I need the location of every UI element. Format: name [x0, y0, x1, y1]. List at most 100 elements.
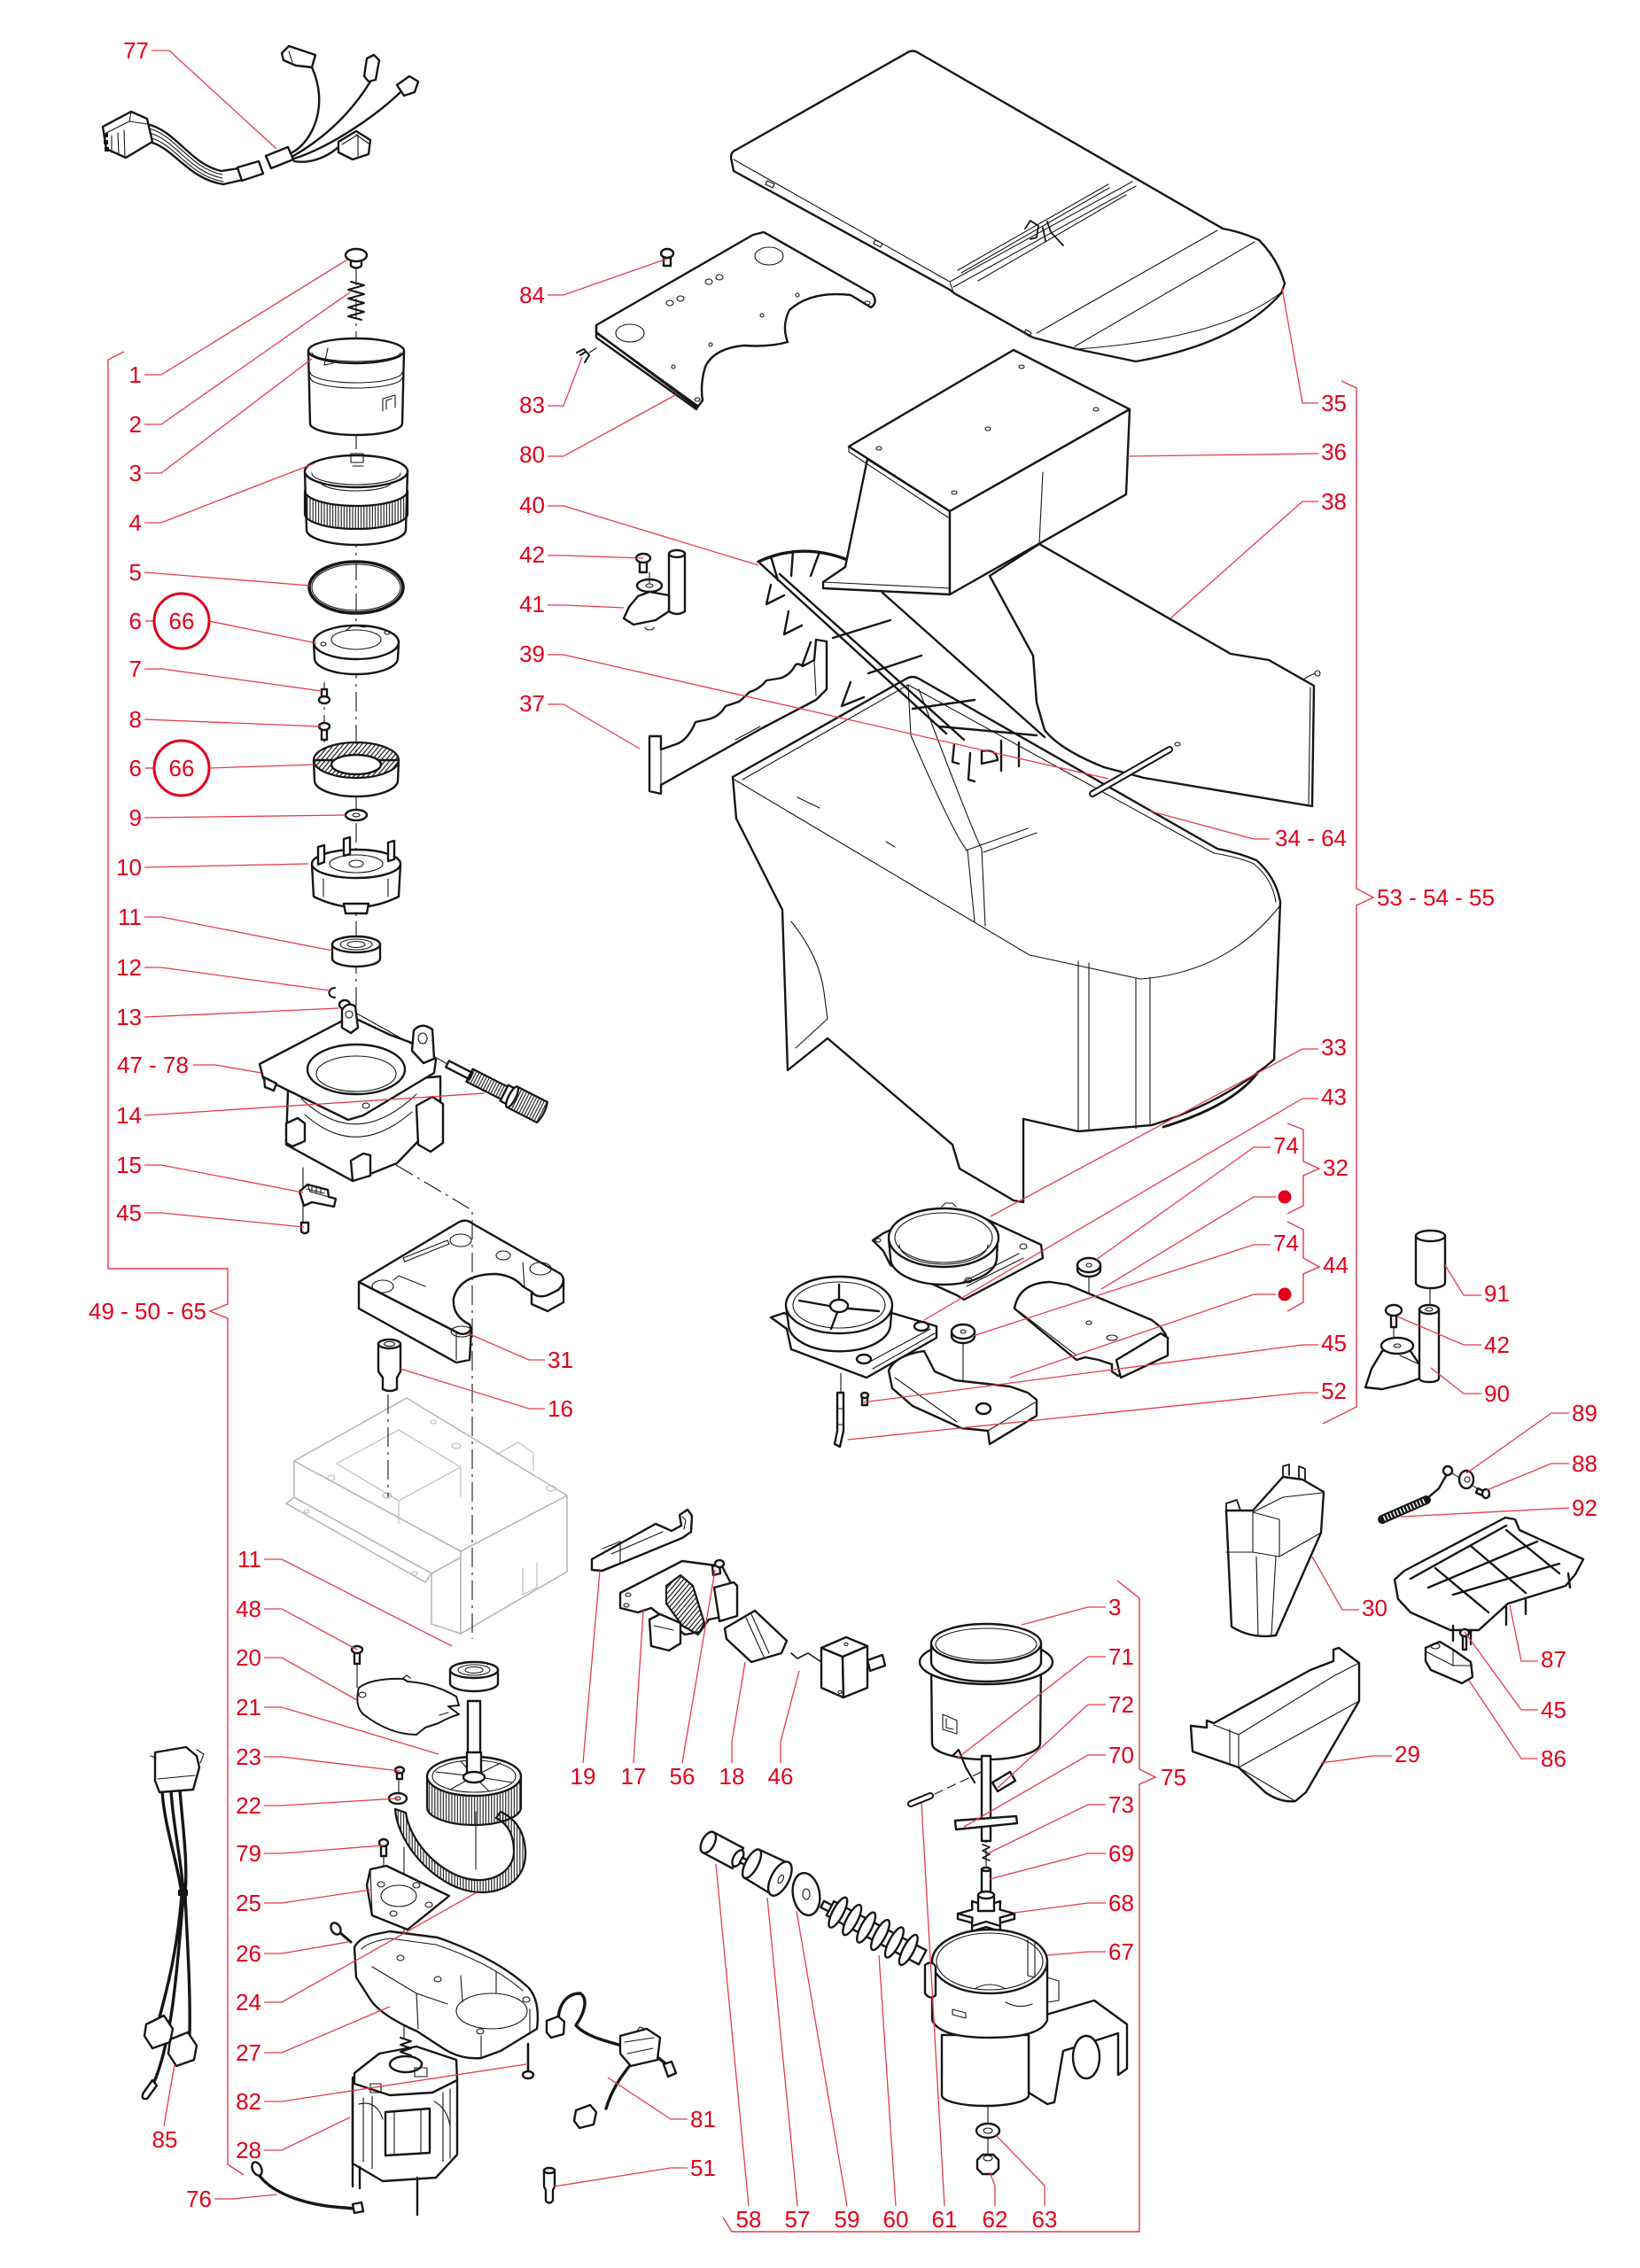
sleeve-top: [1414, 1229, 1447, 1243]
comb-detail: [660, 659, 817, 786]
coupling-top: [980, 1866, 992, 1873]
part-30-funnel: [1224, 1464, 1325, 1638]
plate-detail: [358, 1674, 449, 1716]
cable-ring-terminal: [251, 2161, 263, 2177]
part-42-screw-side: [1384, 1303, 1403, 1329]
callout-61: 61: [932, 2206, 958, 2233]
body-ear: [340, 1003, 436, 1065]
burr-detail: [320, 625, 391, 650]
part-25-motor-plate: [365, 1864, 451, 1931]
callout-72: 72: [1108, 1691, 1134, 1718]
leader-80: [548, 394, 676, 457]
part-59-disc: [791, 1872, 821, 1916]
block: [1424, 1640, 1474, 1685]
fan-holes: [855, 1320, 930, 1365]
leader-14: [144, 1092, 486, 1116]
leader-10: [144, 863, 309, 868]
leader-66-lower: [208, 764, 315, 769]
leader-89: [1465, 1412, 1569, 1474]
plate: [887, 1349, 1038, 1446]
plate-detail: [894, 1377, 1036, 1432]
washer-hole: [960, 1329, 967, 1334]
leader-76: [214, 2194, 278, 2200]
agitator-arc: [757, 549, 847, 563]
motor-detail: [837, 1642, 849, 1695]
part-21-pulley: [425, 1751, 523, 1827]
part-77-wiring-harness: [101, 44, 420, 186]
part-90-agitator-bracket: [1364, 1303, 1441, 1391]
part-82-screw: [521, 2042, 535, 2080]
part-46-gear-motor: [790, 1635, 887, 1699]
part-3-doser-ring: [918, 1622, 1054, 1761]
callout-85: 85: [152, 2126, 178, 2153]
callout-5: 5: [129, 559, 142, 586]
callout-82: 82: [236, 2088, 261, 2115]
leader-82: [264, 2063, 527, 2102]
callout-48: 48: [236, 1596, 261, 1622]
bracket-pillar-top: [667, 548, 687, 559]
callout-80: 80: [519, 441, 545, 468]
bracket-pillar: [667, 552, 687, 616]
cover: [723, 1609, 789, 1664]
callout-60: 60: [883, 2206, 909, 2233]
leader-dot-44: [1009, 1293, 1276, 1379]
o-ring-outer: [307, 560, 405, 615]
harness-tie: [178, 1890, 188, 1896]
leader-15: [144, 1164, 304, 1193]
callout-1: 1: [129, 361, 142, 388]
callout-57: 57: [785, 2206, 811, 2233]
part-56-screw: [711, 1558, 726, 1577]
dosing-parts: [769, 1202, 1170, 1449]
callout-84: 84: [519, 282, 545, 308]
body-box: [415, 1095, 445, 1153]
part-8-screw: [317, 721, 331, 742]
part-76-ground-cable: [251, 2161, 365, 2215]
callout-31: 31: [548, 1347, 573, 1373]
ring-detail: [874, 1202, 1028, 1287]
bracket-flange: [1380, 1336, 1415, 1355]
leader-12: [144, 967, 330, 991]
spring-eye: [1442, 1464, 1454, 1477]
callout-56: 56: [670, 1763, 696, 1790]
plate-tab: [1115, 1332, 1170, 1379]
pin-head: [659, 247, 675, 260]
bracket-53-54-55: [1322, 380, 1375, 1425]
callout-86: 86: [1541, 1745, 1566, 1772]
cap-end: [699, 1830, 718, 1854]
callout-6-upper: 6: [129, 608, 142, 634]
bracket-detail: [644, 571, 655, 631]
washer-hole: [1464, 1476, 1471, 1483]
marker-dot-44: [1278, 1287, 1292, 1301]
callout-66-lower: 66: [169, 755, 195, 781]
tray-detail: [1213, 1662, 1360, 1802]
pin-detail: [836, 1408, 844, 1425]
screw-head: [713, 1558, 726, 1569]
washer-top: [1076, 1256, 1102, 1274]
leader-2: [144, 291, 351, 425]
cover-fold: [745, 1613, 770, 1658]
callout-51: 51: [690, 2155, 716, 2181]
screw-head: [330, 1922, 342, 1936]
rod-clip: [1174, 742, 1181, 747]
leader-60: [878, 1954, 897, 2207]
part-91-sleeve: [1414, 1229, 1447, 1290]
leader-68: [1014, 1902, 1106, 1914]
lid: [729, 50, 1286, 363]
leader-31: [467, 1332, 545, 1361]
coupling-end: [741, 1848, 763, 1880]
washer-hole: [983, 2127, 993, 2134]
leader-27: [264, 2006, 391, 2054]
callout-3: 3: [129, 460, 142, 486]
callout-23: 23: [236, 1744, 261, 1770]
leader-62: [989, 2171, 996, 2206]
disc-hole: [802, 1888, 811, 1900]
callout-68: 68: [1108, 1890, 1134, 1916]
part-15-sensor: [298, 1183, 338, 1208]
ring-top: [929, 1622, 1043, 1665]
part-37-comb: [648, 638, 828, 796]
callout-13: 13: [116, 1004, 142, 1030]
sub-assembly-32: 32: [1323, 1154, 1349, 1181]
callout-59: 59: [835, 2206, 860, 2233]
leader-77: [152, 50, 277, 150]
hopper-detail: [822, 364, 1100, 589]
